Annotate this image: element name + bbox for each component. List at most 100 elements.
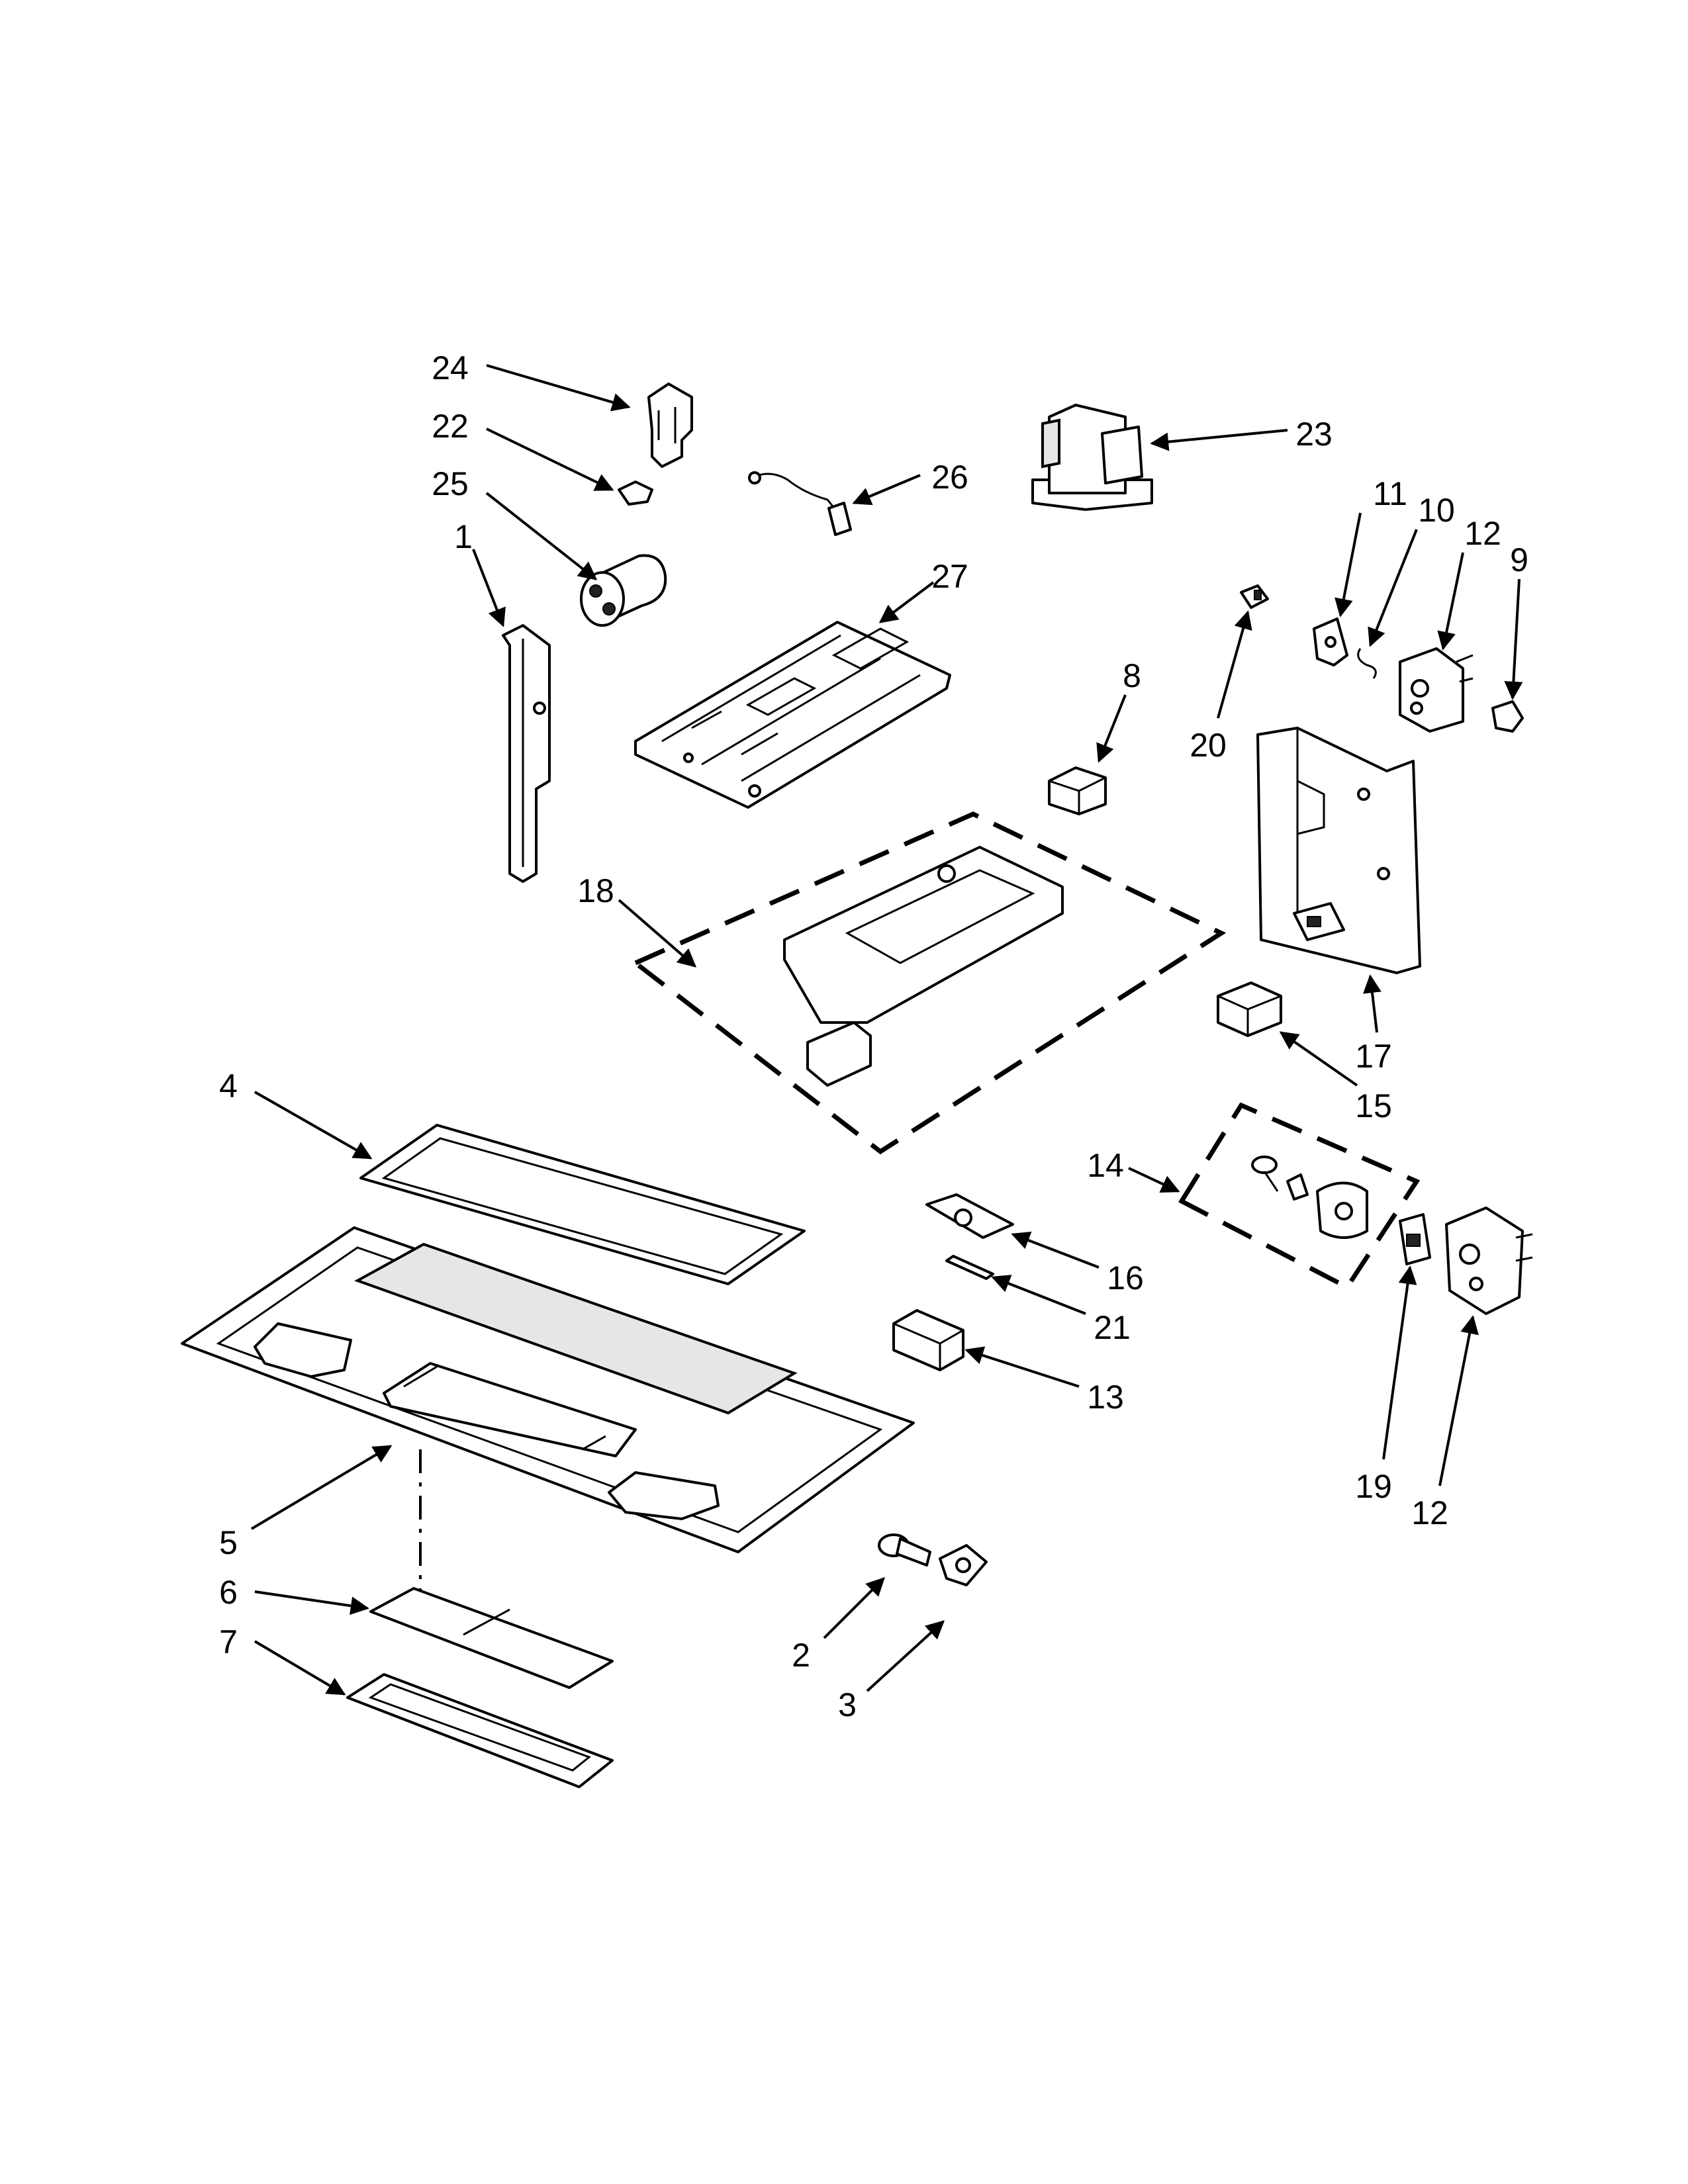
part-15-box	[1217, 981, 1282, 1037]
callout-2: 2	[792, 1577, 885, 1674]
callout-leader-arrow	[1504, 578, 1523, 700]
part-10-spring	[1357, 648, 1377, 679]
callout-leader-arrow	[1011, 1231, 1100, 1269]
part-12-interlock-upper	[1399, 647, 1474, 733]
callout-leader-arrow	[1335, 512, 1362, 617]
callout-leader-arrow	[254, 1590, 369, 1615]
callout-number: 11	[1373, 475, 1407, 512]
callout-leader-arrow	[486, 364, 631, 412]
part-26-wire	[748, 471, 852, 536]
part-21-fuse	[945, 1255, 994, 1280]
callout-21: 21	[991, 1275, 1131, 1346]
callout-19: 19	[1355, 1265, 1417, 1505]
callout-number: 16	[1107, 1259, 1144, 1297]
callout-number: 5	[219, 1524, 238, 1561]
part-7-frame	[346, 1673, 614, 1788]
callout-number: 15	[1355, 1087, 1392, 1124]
callout-leader-arrow	[1150, 429, 1288, 451]
callout-leader-arrow	[991, 1275, 1086, 1315]
part-4-filter	[359, 1124, 806, 1285]
callout-15: 15	[1279, 1031, 1392, 1124]
callout-number: 19	[1355, 1468, 1392, 1505]
callout-number: 20	[1190, 727, 1227, 764]
callout-leader-arrow	[1279, 1031, 1358, 1087]
callout-3: 3	[838, 1620, 945, 1723]
callout-number: 12	[1411, 1494, 1448, 1531]
callout-leader-arrow	[1217, 610, 1252, 719]
part-6-cover	[369, 1587, 614, 1689]
callout-leader-arrow	[618, 899, 697, 968]
callout-16: 16	[1011, 1231, 1144, 1297]
callout-5: 5	[219, 1445, 393, 1561]
callout-13: 13	[964, 1346, 1124, 1416]
callout-number: 1	[454, 518, 473, 555]
callout-26: 26	[852, 459, 968, 506]
callout-number: 8	[1123, 657, 1141, 694]
callout-number: 26	[931, 459, 968, 496]
part-22-clip	[618, 480, 653, 506]
callout-9: 9	[1504, 541, 1528, 700]
callout-leader-arrow	[1437, 552, 1464, 651]
callout-leader-arrow	[485, 492, 598, 580]
callout-4: 4	[219, 1068, 373, 1160]
callout-number: 4	[219, 1068, 238, 1105]
callout-number: 3	[838, 1686, 857, 1723]
callout-23: 23	[1150, 416, 1333, 453]
callout-number: 10	[1418, 492, 1455, 529]
callout-number: 6	[219, 1574, 238, 1611]
part-8-relay	[1048, 766, 1107, 815]
part-17-control-bracket	[1256, 727, 1421, 974]
part-16-plate	[925, 1193, 1014, 1239]
callout-12: 12	[1411, 1315, 1479, 1531]
callout-leader-arrow	[1438, 1315, 1479, 1486]
callout-leader-arrow	[878, 581, 935, 623]
callout-number: 12	[1464, 515, 1501, 552]
callout-leader-arrow	[486, 428, 614, 491]
callout-leader-arrow	[250, 1445, 393, 1530]
callout-number: 9	[1510, 541, 1528, 578]
callout-number: 17	[1355, 1038, 1392, 1075]
part-13-block	[892, 1309, 964, 1371]
callout-27: 27	[878, 558, 968, 623]
part-23-transformer	[1031, 404, 1153, 511]
callout-8: 8	[1096, 657, 1141, 763]
callout-18: 18	[577, 872, 697, 968]
callout-leader-arrow	[1128, 1167, 1180, 1193]
callout-number: 22	[432, 408, 469, 445]
callout-number: 14	[1087, 1147, 1124, 1184]
callout-22: 22	[432, 408, 614, 491]
part-24-bracket	[647, 383, 693, 468]
callout-leader-arrow	[254, 1640, 346, 1696]
callout-leader-arrow	[1096, 694, 1127, 763]
callout-number: 27	[931, 558, 968, 595]
callout-10: 10	[1368, 492, 1455, 647]
part-2-bulb	[878, 1533, 931, 1567]
callout-leader-arrow	[823, 1577, 885, 1639]
callout-leader-arrow	[1382, 1265, 1417, 1460]
callout-leader-arrow	[964, 1346, 1080, 1388]
part-12-interlock-lower	[1445, 1206, 1533, 1315]
callout-20: 20	[1190, 610, 1252, 764]
callout-number: 13	[1087, 1379, 1124, 1416]
callout-12: 12	[1437, 515, 1501, 651]
callout-leader-arrow	[866, 1620, 945, 1692]
part-9-switch	[1491, 700, 1524, 733]
callout-number: 21	[1094, 1309, 1131, 1346]
callout-25: 25	[432, 465, 598, 580]
callout-leader-arrow	[472, 549, 506, 627]
callout-11: 11	[1335, 475, 1407, 617]
callout-number: 2	[792, 1637, 810, 1674]
callout-number: 25	[432, 465, 469, 502]
callout-number: 24	[432, 349, 469, 387]
part-19-switch	[1399, 1213, 1431, 1265]
part-1-support	[502, 624, 551, 883]
callout-number: 18	[577, 872, 614, 909]
part-27-base-plate	[634, 621, 951, 809]
part-25-capacitor	[580, 554, 667, 627]
callout-number: 23	[1295, 416, 1333, 453]
callout-number: 7	[219, 1623, 238, 1661]
part-14-assembly	[1178, 1102, 1421, 1291]
part-18-duct-assembly	[631, 811, 1227, 1155]
